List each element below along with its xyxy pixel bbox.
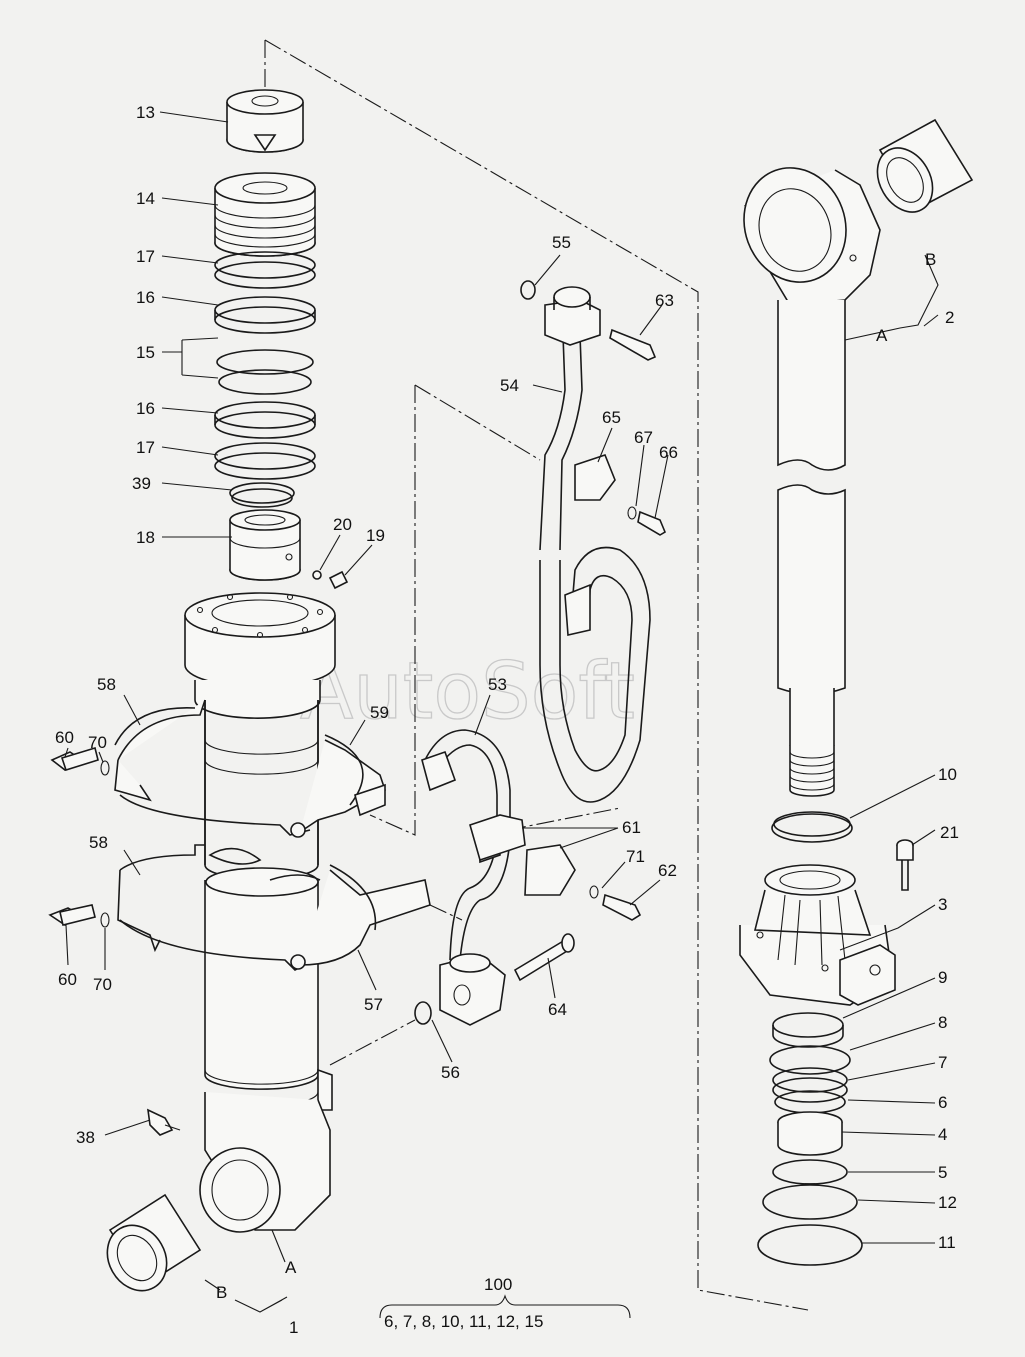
- callout-12: 12: [938, 1193, 957, 1212]
- callout-16: 16: [136, 399, 155, 418]
- callout-7: 7: [938, 1053, 947, 1072]
- callout-57: 57: [364, 995, 383, 1014]
- callout-63: 63: [655, 291, 674, 310]
- callout-53: 53: [488, 675, 507, 694]
- callout-11: 11: [938, 1233, 956, 1252]
- callout-62: 62: [658, 861, 677, 880]
- cylinder-bottom-eye: [199, 1092, 331, 1233]
- callout-A: A: [285, 1258, 297, 1277]
- callout-39: 39: [132, 474, 151, 493]
- callout-16: 16: [136, 288, 155, 307]
- piston-rings: [214, 251, 316, 508]
- cylinder-head-3: [739, 864, 896, 1006]
- flange-block-64: [414, 933, 575, 1026]
- callout-14: 14: [136, 189, 155, 208]
- callout-38: 38: [76, 1128, 95, 1147]
- bushing-1B: [106, 1193, 202, 1292]
- callout-B: B: [925, 250, 936, 269]
- callout-65: 65: [602, 408, 621, 427]
- piston-nut-18: [229, 509, 349, 590]
- callout-3: 3: [938, 895, 947, 914]
- piston-14: [214, 172, 316, 257]
- callout-56: 56: [441, 1063, 460, 1082]
- callout-17: 17: [136, 438, 155, 457]
- bushing-2B: [876, 118, 974, 213]
- clamp-65: [574, 454, 667, 536]
- pipe-54: [539, 334, 651, 803]
- callout-55: 55: [552, 233, 571, 252]
- piston-rod: [777, 300, 846, 797]
- bolt-21: [896, 839, 914, 891]
- callout-58: 58: [97, 675, 116, 694]
- seal-10: [771, 811, 853, 843]
- callout-54: 54: [500, 376, 519, 395]
- grease-fitting-38: [147, 1108, 181, 1136]
- callout-20: 20: [333, 515, 352, 534]
- callout-67: 67: [634, 428, 653, 447]
- callout-B: B: [216, 1283, 227, 1302]
- clamp-band-lower: [48, 844, 431, 971]
- callout-2: 2: [945, 308, 954, 327]
- leader-lines: [64, 111, 939, 1319]
- callout-5: 5: [938, 1163, 947, 1182]
- head-seals: [757, 1012, 863, 1266]
- assembly-kit-list: 6, 7, 8, 10, 11, 12, 15: [384, 1312, 543, 1331]
- callout-66: 66: [659, 443, 678, 462]
- callout-10: 10: [938, 765, 957, 784]
- piston-nut-13: [226, 89, 304, 153]
- callout-15: 15: [136, 343, 155, 362]
- callout-A: A: [876, 326, 888, 345]
- callout-13: 13: [136, 103, 155, 122]
- callout-19: 19: [366, 526, 385, 545]
- callout-18: 18: [136, 528, 155, 547]
- callout-labels: 13 14 17 16 15 16 17 39 18 20 19 58 59 6…: [55, 103, 959, 1337]
- watermark: AutoSoft: [300, 647, 635, 737]
- callout-8: 8: [938, 1013, 947, 1032]
- callout-71: 71: [626, 847, 645, 866]
- assembly-label: 100: [484, 1275, 512, 1294]
- assembly-guide-lines: [264, 39, 809, 1311]
- cylinder-tube: [204, 700, 333, 1111]
- callout-60: 60: [58, 970, 77, 989]
- clamp-61: [469, 814, 642, 921]
- callout-61: 61: [622, 818, 641, 837]
- callout-70: 70: [93, 975, 112, 994]
- callout-21: 21: [940, 823, 959, 842]
- callout-64: 64: [548, 1000, 567, 1019]
- callout-60: 60: [55, 728, 74, 747]
- callout-17: 17: [136, 247, 155, 266]
- callout-4: 4: [938, 1125, 947, 1144]
- callout-70: 70: [88, 733, 107, 752]
- pipe-block-55-63: [520, 280, 657, 361]
- callout-59: 59: [370, 703, 389, 722]
- callout-6: 6: [938, 1093, 947, 1112]
- callout-58: 58: [89, 833, 108, 852]
- cylinder-head-flange: [184, 592, 336, 719]
- callout-9: 9: [938, 968, 947, 987]
- callout-1: 1: [289, 1318, 298, 1337]
- rod-eye-2: [743, 167, 881, 306]
- clamp-band-upper: [50, 699, 386, 838]
